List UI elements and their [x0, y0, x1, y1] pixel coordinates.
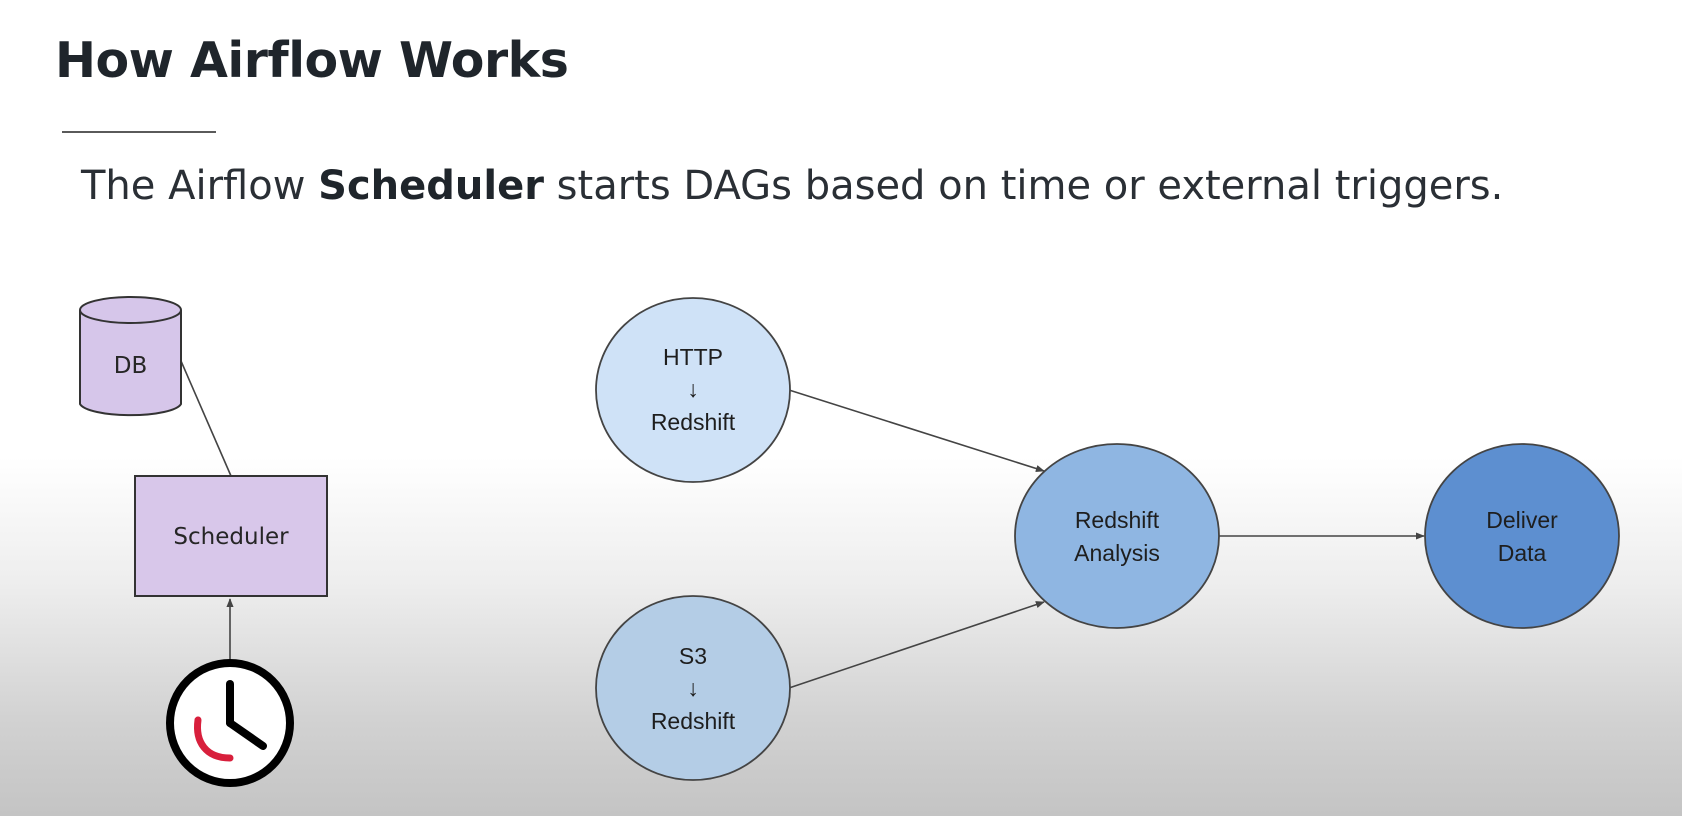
dag-node-s3-redshift: S3 ↓ Redshift: [595, 595, 791, 781]
dag-edges: [788, 389, 1425, 689]
scheduler-label: Scheduler: [173, 524, 289, 550]
scheduler-box: [134, 475, 328, 597]
db-scheduler-connector: [180, 360, 232, 477]
dag-node-http-redshift: HTTP ↓ Redshift: [595, 297, 791, 483]
node-label-line: S3: [679, 643, 707, 669]
clock-icon: [166, 659, 294, 787]
node-label-line: Deliver: [1486, 507, 1558, 533]
slide-subtitle: The Airflow Scheduler starts DAGs based …: [81, 163, 1503, 209]
title-underline: [62, 131, 216, 133]
node-label-line: Data: [1498, 540, 1547, 566]
dag-node-redshift-analysis: Redshift Analysis: [1014, 443, 1220, 629]
node-label-line: Redshift: [1075, 507, 1160, 533]
node-label-line: Analysis: [1074, 540, 1160, 566]
node-arrow-glyph: ↓: [687, 376, 699, 402]
node-label-line: Redshift: [651, 708, 736, 734]
node-label-line: Redshift: [651, 409, 736, 435]
node-arrow-glyph: ↓: [687, 675, 699, 701]
slide-title: How Airflow Works: [55, 32, 569, 89]
subtitle-emphasis: Scheduler: [318, 163, 544, 209]
edge-http-to-analysis: [788, 389, 1045, 472]
dag-node-deliver-data: Deliver Data: [1424, 443, 1620, 629]
db-cylinder-icon: DB: [79, 296, 182, 417]
subtitle-text-before: The Airflow: [81, 163, 319, 209]
scheduler-diagram: DB Scheduler: [79, 296, 328, 787]
db-label: DB: [114, 353, 148, 379]
subtitle-text-after: starts DAGs based on time or external tr…: [543, 163, 1504, 209]
edge-s3-to-analysis: [788, 601, 1045, 689]
node-label-line: HTTP: [663, 344, 723, 370]
